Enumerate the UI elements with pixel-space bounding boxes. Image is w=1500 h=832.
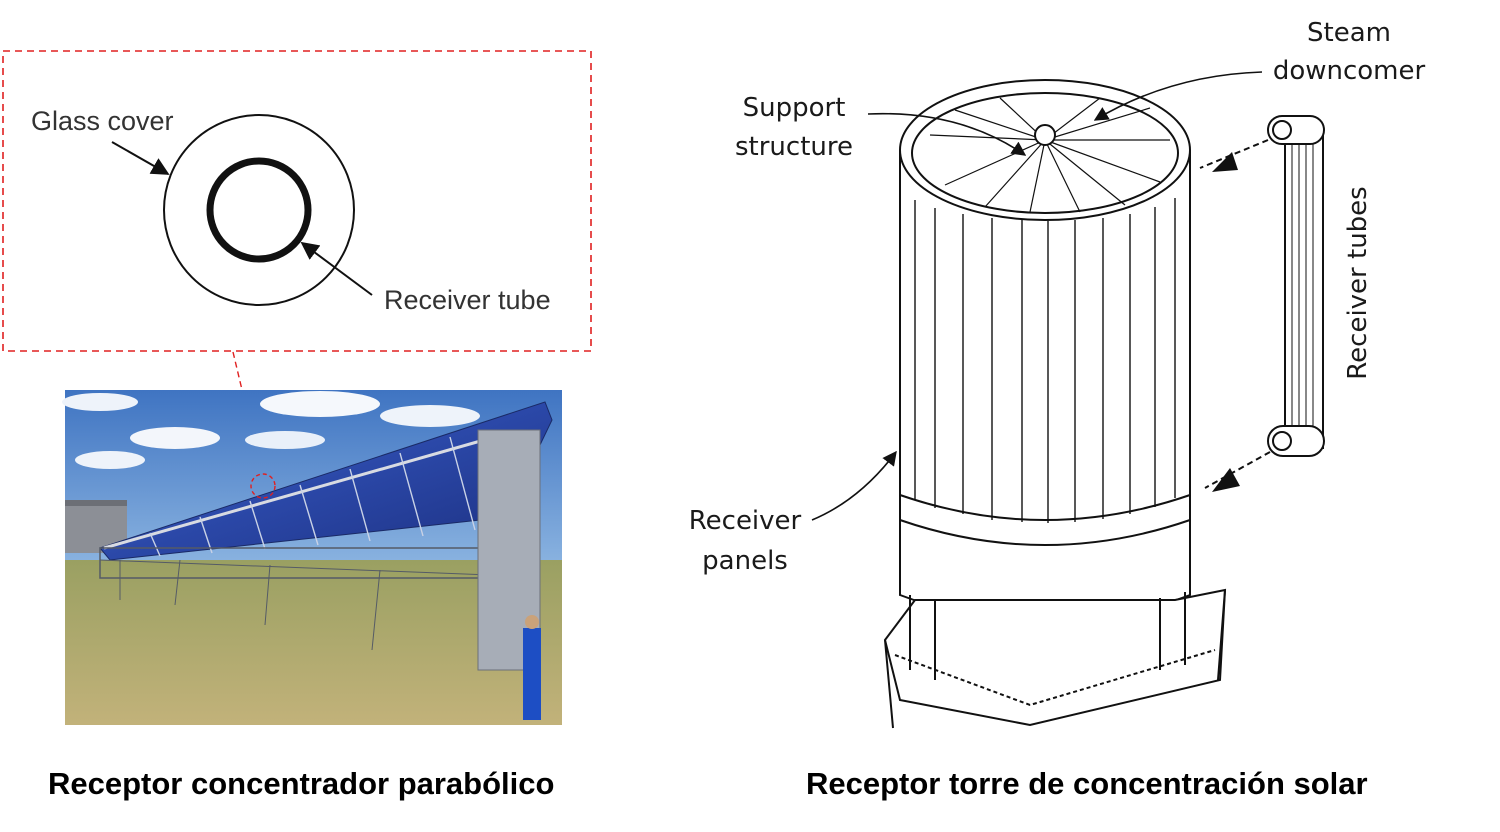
cross-section-inset: Glass cover Receiver tube [2, 50, 592, 352]
base-rail [894, 649, 1216, 707]
receiver-tubes-detail [1267, 115, 1325, 457]
bottom-header-end [1272, 431, 1292, 451]
flow-arrow-top [1199, 139, 1269, 169]
inset-dashed-frame [2, 50, 592, 352]
cloud [75, 451, 145, 469]
mirror-ribs [149, 436, 476, 557]
flow-arrowhead-bottom [1212, 468, 1240, 492]
panel-lines [914, 198, 1176, 523]
structure-label: structure [735, 132, 853, 162]
glass-cover-label: Glass cover [31, 106, 174, 136]
downcomer-head [1034, 124, 1056, 146]
support-label: Support [743, 93, 846, 123]
top-rim-outer [899, 79, 1191, 221]
steam-label: Steam [1307, 18, 1391, 48]
base-legs [909, 592, 1186, 680]
downcomer-label: downcomer [1273, 56, 1426, 86]
flow-arrowhead-top [1212, 152, 1238, 172]
receiver-tube-arrow [300, 241, 373, 296]
person-head [525, 615, 539, 629]
cloud [130, 427, 220, 449]
right-labels: Steam downcomer Support structure Receiv… [689, 18, 1426, 576]
panels-label: panels [702, 546, 788, 576]
receiver-panels-leader [811, 450, 897, 521]
callout-marker [250, 473, 276, 499]
top-rim-inner [911, 92, 1179, 214]
right-caption: Receptor torre de concentración solar [806, 766, 1368, 801]
cloud [245, 431, 325, 449]
receiver-label: Receiver [689, 506, 802, 536]
building-roof [65, 500, 127, 506]
parabolic-trough-photo [62, 390, 562, 725]
person [523, 628, 541, 720]
flow-arrow-bottom [1204, 451, 1271, 489]
cloud [62, 393, 138, 411]
leader-lines [811, 71, 1263, 521]
receiver-tube-label: Receiver tube [384, 285, 551, 315]
glass-cover-circle [163, 114, 355, 306]
cloud [380, 405, 480, 427]
receiver-tubes-label: Receiver tubes [1343, 186, 1373, 379]
truss-lines [99, 559, 491, 651]
cloud [260, 391, 380, 417]
receiver-tube-circle [206, 157, 312, 263]
tube-bundle [1284, 127, 1324, 449]
top-header-end [1272, 120, 1292, 140]
cylinder-band [899, 494, 1191, 546]
flow-arrows [1199, 139, 1271, 492]
steam-downcomer-leader [1093, 71, 1263, 121]
tower-receiver-drawing [883, 79, 1227, 729]
support-spokes [929, 97, 1170, 213]
tube-lines [1291, 128, 1314, 448]
support-structure-leader [867, 112, 1027, 156]
left-caption: Receptor concentrador parabólico [48, 766, 555, 801]
glass-cover-arrow [111, 141, 170, 175]
receiver-pipe [103, 434, 499, 550]
tower-shaft [884, 589, 1226, 729]
